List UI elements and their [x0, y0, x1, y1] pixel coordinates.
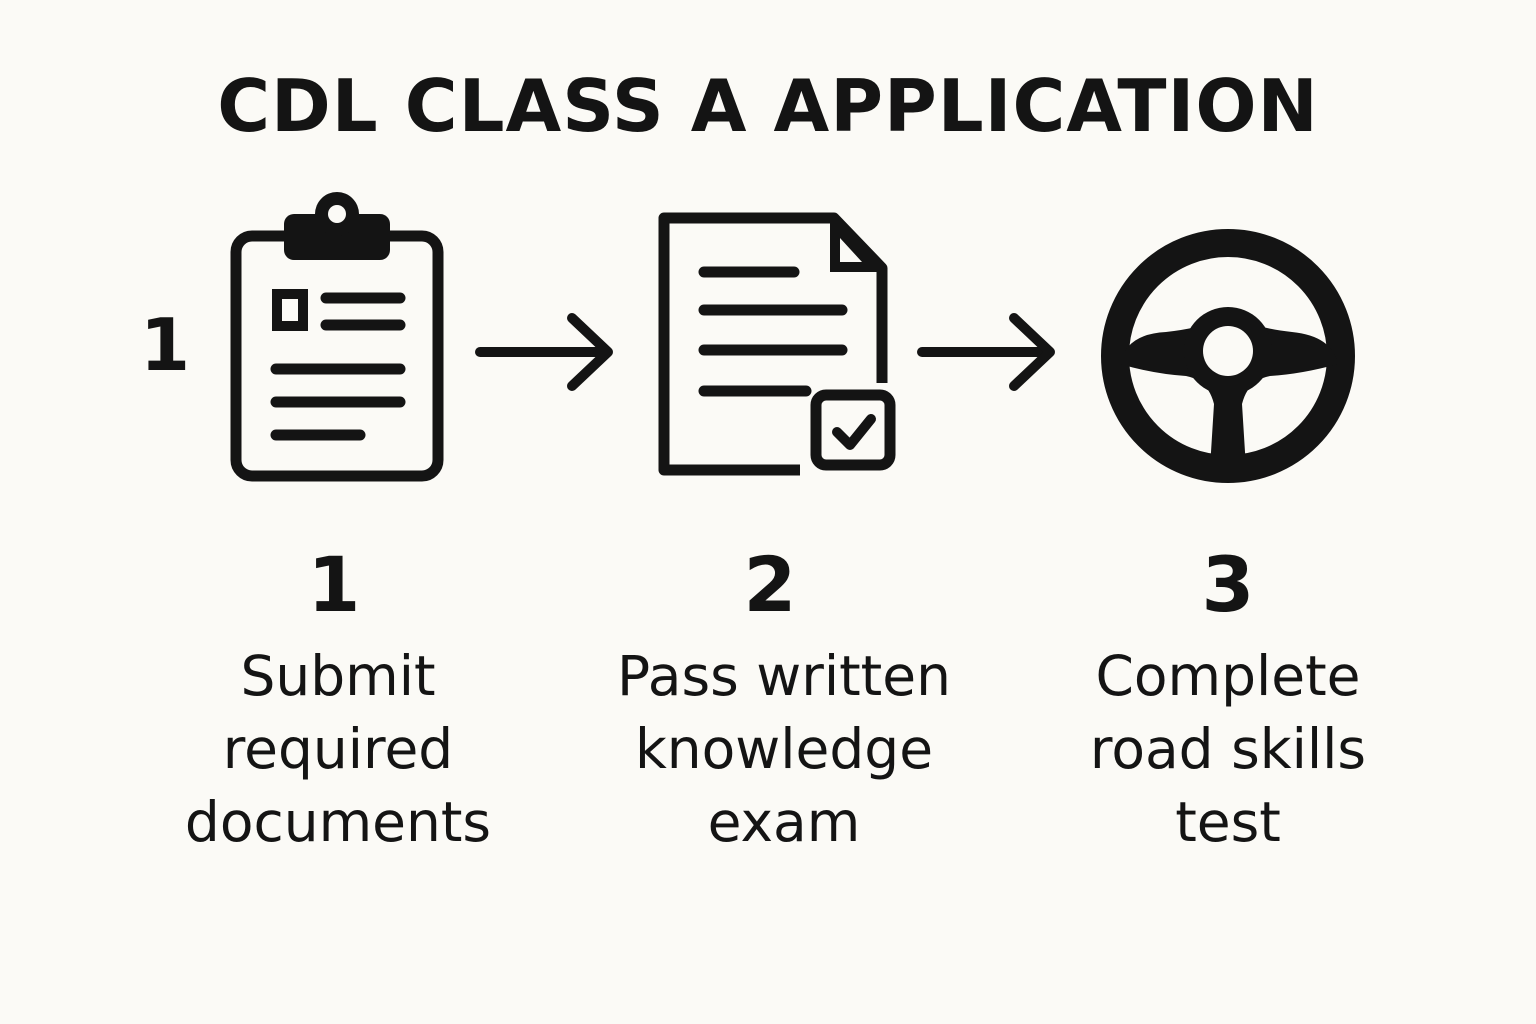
step-label: Pass written knowledge exam — [574, 640, 994, 859]
step-label-line: Complete — [1095, 644, 1361, 708]
step-label-line: exam — [707, 790, 861, 854]
step-label-line: test — [1175, 790, 1281, 854]
step-label-line: Submit — [240, 644, 436, 708]
page-title: CDL CLASS A APPLICATION — [217, 64, 1319, 148]
step-number: 1 — [307, 540, 361, 629]
step-label: Submit required documents — [128, 640, 548, 859]
step-label-line: Pass written — [617, 644, 951, 708]
clipboard-icon — [230, 192, 444, 482]
document-check-icon — [658, 212, 896, 476]
step-label-line: documents — [184, 790, 492, 854]
arrow-right-icon — [917, 313, 1055, 391]
step-label: Complete road skills test — [1018, 640, 1438, 859]
arrow-right-icon — [475, 313, 613, 391]
step-number: 2 — [743, 540, 797, 629]
step-number: 3 — [1201, 540, 1255, 629]
stray-step-number: 1 — [140, 303, 191, 387]
step-label-line: road skills — [1089, 717, 1367, 781]
steering-wheel-icon — [1101, 229, 1355, 483]
step-label-line: knowledge — [634, 717, 934, 781]
step-label-line: required — [222, 717, 454, 781]
